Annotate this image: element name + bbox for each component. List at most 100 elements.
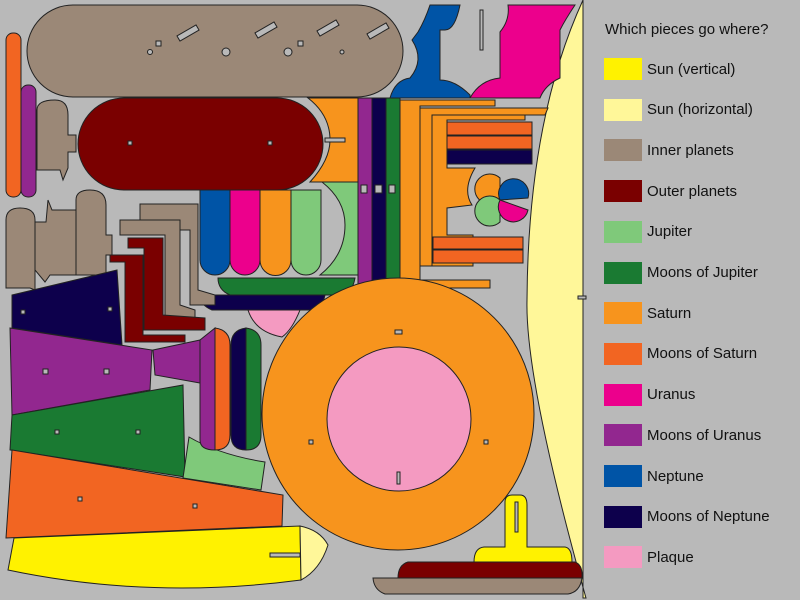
- moons-of-saturn-sector-piece: [5, 449, 284, 539]
- legend-item-saturn: Saturn: [604, 302, 692, 325]
- slot: [360, 184, 368, 194]
- legend-item-jupiter: Jupiter: [604, 220, 693, 243]
- cut-layout-diagram: [5, 0, 587, 599]
- sun-horizontal-small-piece: [299, 525, 329, 581]
- legend-swatch: [604, 383, 642, 406]
- moons-of-neptune-arc-piece: [199, 294, 326, 311]
- moons-of-uranus-capsule-piece: [199, 326, 216, 451]
- neptune-planet-piece: [199, 189, 231, 276]
- legend-item-moons-of-saturn: Moons of Saturn: [604, 342, 758, 365]
- legend-label: Outer planets: [647, 182, 738, 200]
- legend-label: Jupiter: [647, 223, 693, 241]
- outer-planets-base-piece: [77, 97, 324, 191]
- slot: [324, 137, 346, 143]
- saturn-planet-piece: [259, 189, 292, 276]
- legend-label: Uranus: [647, 386, 696, 404]
- uranus-piece: [469, 4, 576, 99]
- moons-of-neptune-tall-strip-piece: [371, 97, 387, 299]
- legend: Which pieces go where? Sun (vertical) Sun…: [598, 0, 800, 600]
- outer-planets-l-piece: [109, 254, 186, 343]
- legend-label: Inner planets: [647, 141, 734, 159]
- hole: [147, 49, 153, 55]
- hole: [127, 140, 133, 146]
- neptune-piece: [389, 4, 471, 99]
- plaque-piece: [326, 346, 472, 492]
- hole: [20, 309, 26, 315]
- legend-label: Moons of Jupiter: [647, 264, 758, 281]
- legend-label: Moons of Uranus: [647, 426, 762, 444]
- jupiter-planet-piece: [290, 189, 322, 276]
- legend-swatch: [604, 546, 642, 569]
- sun-vertical-piece: [7, 525, 302, 589]
- hole: [192, 503, 198, 509]
- moons-of-saturn-strip-piece: [432, 249, 524, 264]
- legend-swatch: [604, 261, 642, 284]
- legend-swatch: [604, 505, 642, 528]
- moons-of-saturn-strip-piece: [5, 32, 22, 198]
- hole: [483, 439, 489, 445]
- moons-of-neptune-capsule-piece: [230, 327, 247, 451]
- slot: [269, 552, 301, 558]
- hole: [339, 49, 345, 55]
- legend-item-sun-horizontal: Sun (horizontal): [604, 98, 753, 121]
- legend-label: Neptune: [647, 467, 704, 485]
- hole: [103, 368, 110, 375]
- moons-of-saturn-capsule-piece: [214, 327, 231, 451]
- hole: [221, 47, 231, 57]
- legend-item-inner-planets: Inner planets: [604, 139, 734, 162]
- uranus-planet-piece: [229, 189, 261, 276]
- legend-item-uranus: Uranus: [604, 383, 696, 406]
- slot: [577, 295, 587, 300]
- sun-horizontal-piece: [526, 0, 587, 599]
- legend-title: Which pieces go where?: [605, 21, 769, 38]
- uranus-small-piece: [497, 199, 529, 223]
- outer-planets-l-piece: [127, 237, 206, 331]
- legend-item-sun-vertical: Sun (vertical): [604, 58, 735, 80]
- moons-of-neptune-strip-piece: [446, 149, 533, 165]
- legend-swatch: [604, 220, 642, 243]
- legend-item-plaque: Plaque: [604, 546, 694, 569]
- slot: [316, 19, 340, 37]
- jupiter-piece: [318, 181, 359, 276]
- hole: [42, 368, 49, 375]
- legend-item-outer-planets: Outer planets: [604, 180, 738, 203]
- hole: [267, 140, 273, 146]
- moons-of-saturn-strip-piece: [432, 236, 524, 250]
- legend-swatch: [604, 180, 642, 203]
- legend-label: Saturn: [647, 304, 692, 322]
- moons-of-jupiter-tall-strip-piece: [385, 97, 401, 299]
- hole: [107, 306, 113, 312]
- inner-planets-leg-piece: [34, 199, 77, 283]
- hole: [77, 496, 83, 502]
- hole: [135, 429, 141, 435]
- hole: [283, 47, 293, 57]
- slot: [254, 21, 278, 39]
- moons-of-uranus-strip-piece: [20, 84, 37, 198]
- hole: [297, 40, 304, 47]
- outer-planets-bar-piece: [397, 561, 583, 579]
- inner-planets-leg-piece: [36, 99, 77, 182]
- legend-swatch: [604, 424, 642, 447]
- legend-swatch: [604, 302, 642, 325]
- legend-label: Sun (vertical): [647, 60, 736, 78]
- slot: [388, 184, 396, 194]
- moons-of-jupiter-arc-piece: [217, 277, 356, 296]
- hole: [155, 40, 162, 47]
- legend-swatch: [604, 98, 642, 121]
- legend-item-moons-of-uranus: Moons of Uranus: [604, 424, 762, 447]
- neptune-small-piece: [498, 178, 530, 201]
- legend-item-moons-of-jupiter: Moons of Jupiter: [604, 261, 758, 284]
- inner-planets-bar-piece: [372, 577, 583, 595]
- hole: [394, 329, 403, 335]
- moons-of-saturn-strip-piece: [446, 121, 533, 136]
- moons-of-jupiter-capsule-piece: [245, 327, 262, 451]
- moons-of-uranus-tall-strip-piece: [357, 97, 373, 299]
- legend-label: Moons of Saturn: [647, 345, 758, 363]
- legend-label: Moons of Neptune: [647, 508, 770, 526]
- hole: [308, 439, 314, 445]
- legend-label: Plaque: [647, 548, 694, 566]
- hole: [54, 429, 60, 435]
- plaque-small-piece: [247, 309, 301, 338]
- legend-label: Sun (horizontal): [647, 101, 753, 119]
- legend-swatch: [604, 58, 642, 80]
